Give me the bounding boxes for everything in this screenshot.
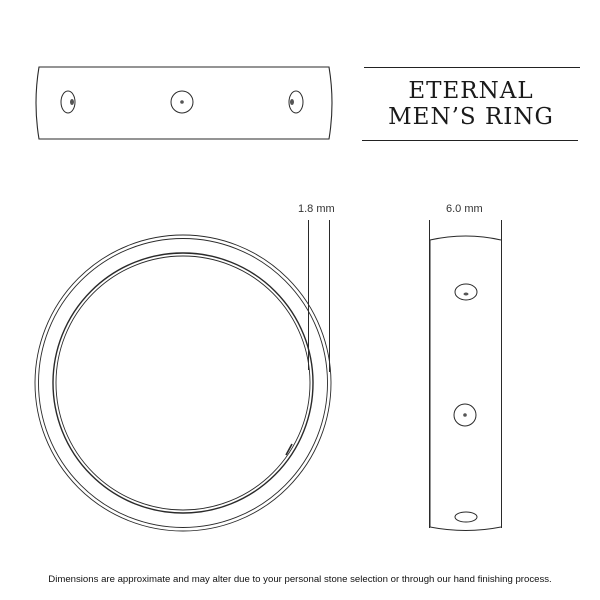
ring-front-view <box>34 234 332 532</box>
side-stone-middle <box>453 403 477 427</box>
width-dimension-label: 6.0 mm <box>446 203 483 215</box>
stone-setting-left <box>60 90 76 114</box>
product-title-line2: MEN’S RING <box>388 104 554 130</box>
stone-setting-right <box>288 90 304 114</box>
disclaimer-text: Dimensions are approximate and may alter… <box>48 574 552 585</box>
thickness-dimension-lines <box>308 220 330 372</box>
thickness-dimension-label: 1.8 mm <box>298 203 335 215</box>
title-block: ETERNAL MEN’S RING <box>362 67 580 141</box>
product-title-line1: ETERNAL <box>408 78 534 104</box>
title-rule-top <box>364 67 580 68</box>
band-top-view <box>35 66 333 140</box>
title-rule-bottom <box>362 140 578 141</box>
band-side-view <box>429 220 502 531</box>
side-stone-top <box>454 283 478 301</box>
stone-setting-center <box>170 90 194 114</box>
side-stone-bottom <box>454 511 478 523</box>
